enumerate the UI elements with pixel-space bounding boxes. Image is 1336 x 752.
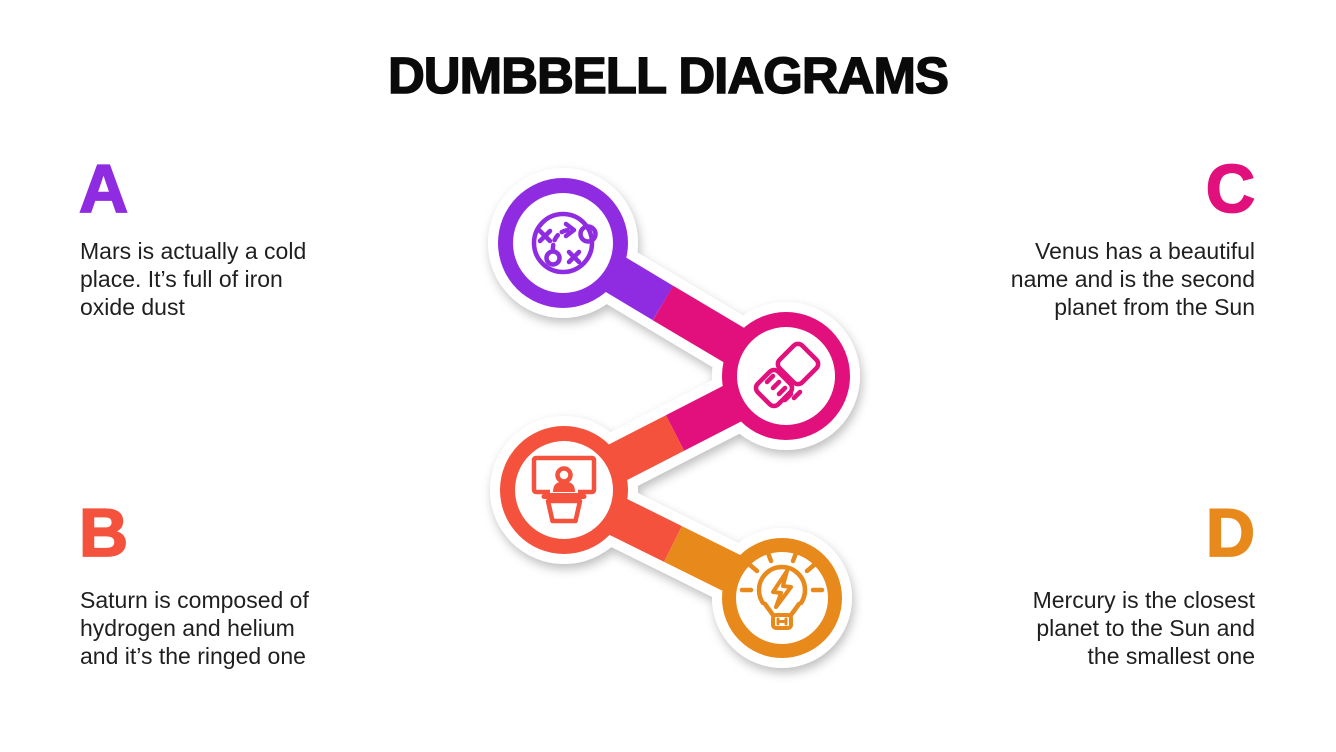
text-line: the smallest one xyxy=(1087,643,1255,669)
strategy-icon xyxy=(531,211,598,275)
section-a-letter: A xyxy=(78,151,129,227)
text-line: name and is the second xyxy=(1010,266,1255,292)
lightbulb-icon xyxy=(739,550,825,630)
text-line: planet to the Sun and xyxy=(1036,615,1255,641)
section-d-letter: D xyxy=(1205,495,1256,571)
section-d-text: Mercury is the closest planet to the Sun… xyxy=(1033,586,1255,670)
text-line: Mars is actually a cold xyxy=(80,238,307,264)
slide-title: DUMBBELL DIAGRAMS xyxy=(387,46,949,104)
presentation-icon xyxy=(531,455,597,524)
text-line: oxide dust xyxy=(80,294,185,320)
text-line: hydrogen and helium xyxy=(80,615,295,641)
text-line: and it’s the ringed one xyxy=(80,643,306,669)
section-c-letter: C xyxy=(1205,151,1256,227)
text-line: Saturn is composed of xyxy=(80,587,309,613)
section-c-text: Venus has a beautiful name and is the se… xyxy=(1011,237,1255,321)
text-line: place. It’s full of iron xyxy=(80,266,283,292)
text-line: Mercury is the closest xyxy=(1032,587,1255,613)
section-a-text: Mars is actually a cold place. It’s full… xyxy=(80,237,306,321)
section-b-text: Saturn is composed of hydrogen and heliu… xyxy=(80,586,309,670)
section-b-letter: B xyxy=(78,495,129,571)
handshake-icon xyxy=(753,341,821,409)
node-strategy xyxy=(498,178,628,308)
text-line: planet from the Sun xyxy=(1054,294,1255,320)
text-line: Venus has a beautiful xyxy=(1035,238,1255,264)
